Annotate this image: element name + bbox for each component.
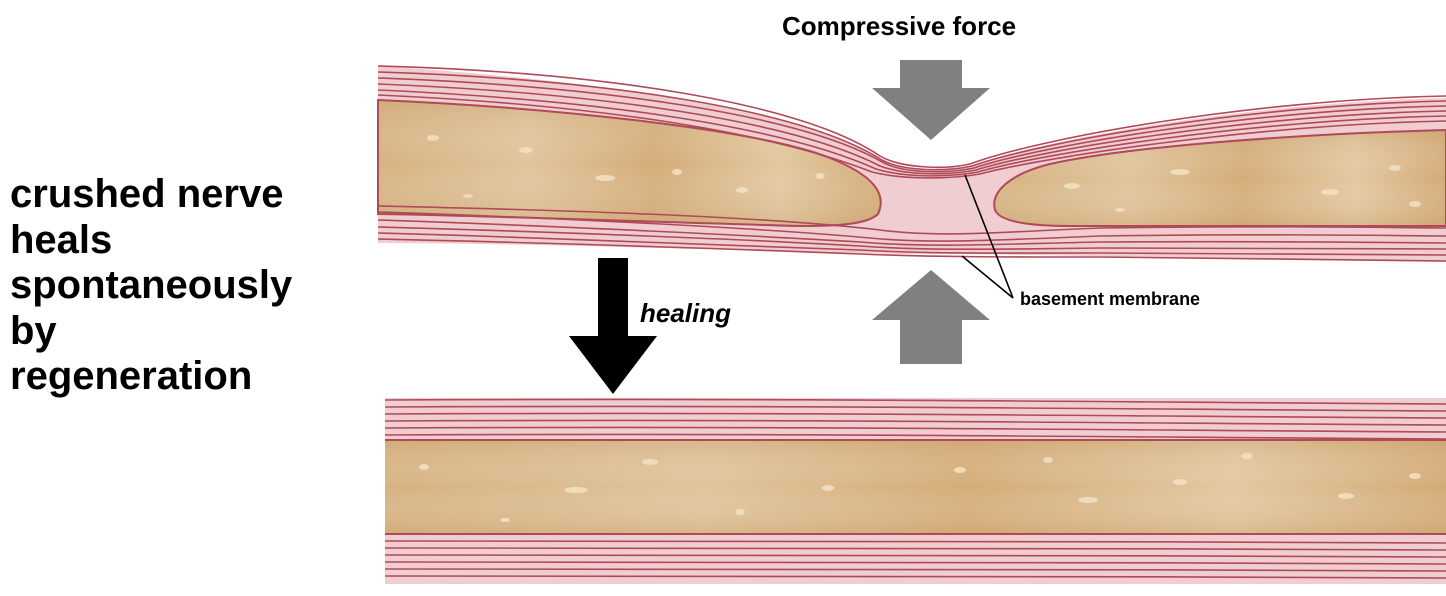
compression-arrow-down-icon [872,60,990,140]
basement-membrane-label: basement membrane [1020,289,1200,309]
compressive-force-label: Compressive force [782,11,1016,41]
healed-nerve [385,398,1446,584]
compression-arrow-up-icon [872,270,990,364]
healing-label: healing [640,298,731,328]
